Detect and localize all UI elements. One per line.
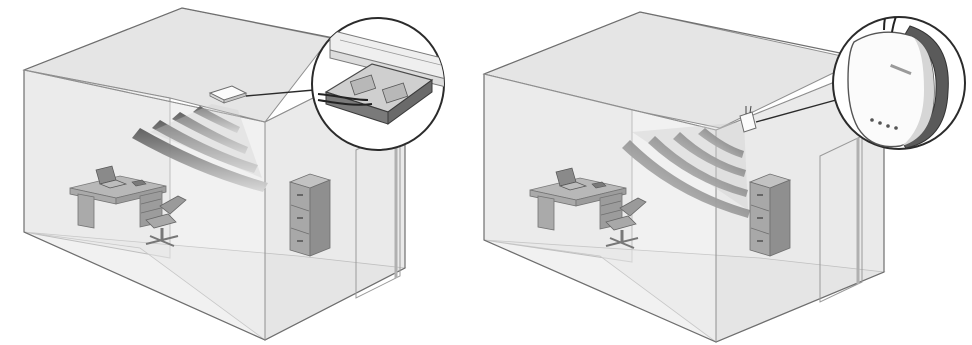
wall-mount-panel [484,2,965,342]
ceiling-mount-panel [24,8,450,340]
magnifier-callout-left [312,18,450,150]
filing-cabinet-right [750,174,790,256]
room-box-right [484,12,884,342]
filing-cabinet-left [290,174,330,256]
magnifier-callout-right [833,2,965,149]
